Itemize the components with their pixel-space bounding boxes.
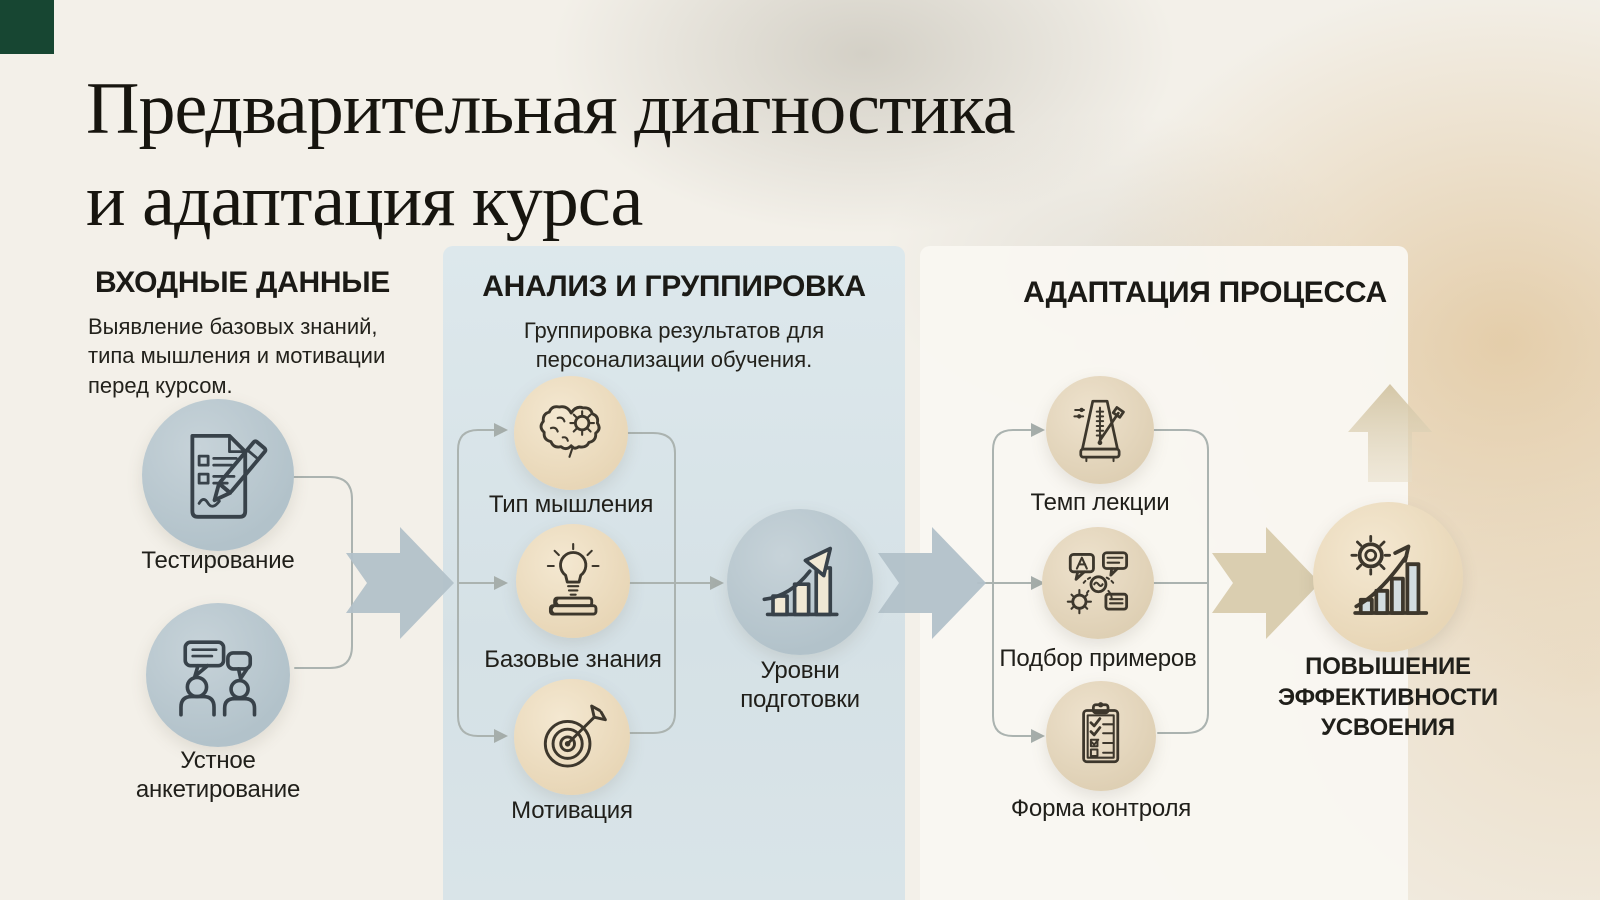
lightbulb-books-icon xyxy=(546,542,600,616)
node-motivation-label: Мотивация xyxy=(511,797,633,824)
node-basic-knowledge xyxy=(516,524,630,638)
page-title-line1: Предварительная диагностика xyxy=(86,68,1016,150)
arrowhead xyxy=(1031,576,1045,590)
node-preparation-levels-label: Уровни подготовки xyxy=(740,657,860,714)
examples-network-icon xyxy=(1066,550,1128,614)
up-arrow xyxy=(1348,384,1432,482)
gear-growth-chart-icon xyxy=(1349,534,1428,615)
connector-adaptation-collect xyxy=(1153,429,1209,734)
node-control-form-label: Форма контроля xyxy=(1010,795,1192,822)
metronome-icon xyxy=(1073,399,1125,463)
column-desc-analysis: Группировка результатов для персонализац… xyxy=(523,318,825,373)
node-thinking-type xyxy=(514,376,628,490)
arrowhead xyxy=(1031,423,1045,437)
node-control-form xyxy=(1046,681,1156,791)
page-title: Предварительная диагностика и адаптация к… xyxy=(86,64,1016,248)
people-conversation-icon xyxy=(178,640,257,717)
column-header-adaptation: АДАПТАЦИЯ ПРОЦЕССА xyxy=(1023,276,1387,309)
connector-analysis-collect xyxy=(627,432,713,734)
node-thinking-type-label: Тип мышления xyxy=(488,491,654,518)
test-document-pencil-icon xyxy=(190,433,268,519)
node-oral-survey xyxy=(146,603,290,747)
node-oral-survey-label: Устное анкетирование xyxy=(135,747,301,804)
growth-bars-arrow-icon xyxy=(762,546,839,617)
arrowhead xyxy=(1031,729,1045,743)
column-desc-input: Выявление базовых знаний, типа мышления … xyxy=(88,314,386,398)
big-arrow-analysis-to-adaptation xyxy=(878,527,986,639)
connector-analysis-fanout xyxy=(457,429,496,737)
node-motivation xyxy=(514,679,630,795)
page-title-line2: и адаптация курса xyxy=(86,159,643,242)
arrowhead xyxy=(710,576,724,590)
big-arrow-input-to-analysis xyxy=(346,527,454,639)
node-efficiency-increase xyxy=(1313,502,1463,652)
node-lecture-pace xyxy=(1046,376,1154,484)
connector-adaptation-fanout xyxy=(977,429,1033,737)
node-basic-knowledge-label: Базовые знания xyxy=(484,646,662,673)
node-examples-selection-label: Подбор примеров xyxy=(999,645,1197,672)
node-preparation-levels xyxy=(727,509,873,655)
arrowhead xyxy=(494,576,508,590)
target-arrow-icon xyxy=(543,704,607,768)
brain-gear-icon xyxy=(539,405,601,458)
connector-input-bracket xyxy=(292,476,353,669)
arrowhead xyxy=(494,729,508,743)
column-header-analysis: АНАЛИЗ И ГРУППИРОВКА xyxy=(482,270,866,303)
checklist-clipboard-icon xyxy=(1082,702,1120,764)
node-testing-label: Тестирование xyxy=(141,547,295,574)
node-efficiency-increase-label: ПОВЫШЕНИЕ ЭФФЕКТИВНОСТИ УСВОЕНИЯ xyxy=(1278,653,1498,742)
column-header-input: ВХОДНЫЕ ДАННЫЕ xyxy=(95,266,390,299)
corner-accent xyxy=(0,0,54,54)
arrowhead xyxy=(494,423,508,437)
node-testing xyxy=(142,399,294,551)
node-lecture-pace-label: Темп лекции xyxy=(1030,489,1170,516)
big-arrow-adaptation-to-result xyxy=(1212,527,1320,639)
node-examples-selection xyxy=(1042,527,1154,639)
